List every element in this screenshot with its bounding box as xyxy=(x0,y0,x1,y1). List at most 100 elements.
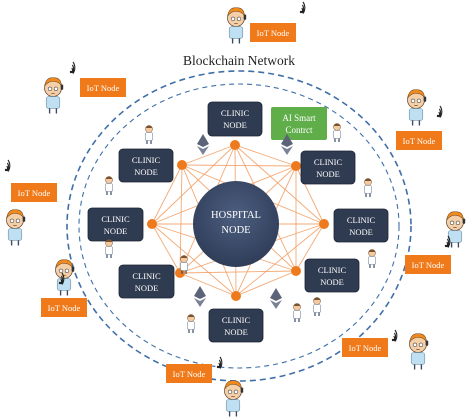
iot-node-label: IoT Node xyxy=(87,83,120,93)
mesh-line xyxy=(234,144,325,225)
ethereum-diamond-icon xyxy=(194,286,206,307)
mesh-line xyxy=(181,144,236,166)
clinic-node-label-2: NODE xyxy=(135,283,159,293)
hospital-node[interactable]: HOSPITAL NODE xyxy=(193,181,279,267)
mesh-line xyxy=(179,272,237,297)
clinic-node[interactable]: CLINIC NODE xyxy=(118,264,175,299)
iot-node-box xyxy=(342,338,388,357)
clinic-node[interactable]: CLINIC NODE xyxy=(208,308,264,343)
clinic-node-box xyxy=(207,101,263,137)
connector-dot xyxy=(177,160,187,170)
mesh-line xyxy=(151,223,237,297)
clinic-node-label-1: CLINIC xyxy=(222,315,251,325)
clinic-node[interactable]: CLINIC NODE xyxy=(333,208,389,243)
clinic-node-box xyxy=(300,150,356,185)
doctor-figure-icon xyxy=(180,255,188,274)
mesh-line xyxy=(295,223,325,272)
clinic-node-box xyxy=(333,208,389,243)
connector-dot xyxy=(230,140,240,150)
network-rings xyxy=(66,70,412,382)
mesh-line xyxy=(235,223,325,297)
person-with-phone-icon xyxy=(409,333,429,370)
wifi-signal-icon xyxy=(58,272,65,285)
person-with-phone-icon xyxy=(227,7,247,44)
iot-node-box xyxy=(80,78,126,97)
clinic-node-label-1: CLINIC xyxy=(318,265,347,275)
connector-dot xyxy=(291,161,301,171)
clinic-node[interactable]: CLINIC NODE xyxy=(304,258,360,293)
clinic-node-label-2: NODE xyxy=(320,277,344,287)
ethereum-diamond-icon xyxy=(270,288,282,309)
iot-node[interactable]: IoT Node xyxy=(166,364,212,383)
hospital-node-label-2: NODE xyxy=(221,225,250,236)
iot-node-label: IoT Node xyxy=(403,136,436,146)
ethereum-diamond-icon xyxy=(197,134,209,155)
mesh-line xyxy=(179,270,297,274)
clinic-node-label-2: NODE xyxy=(316,169,340,179)
iot-node[interactable]: IoT Node xyxy=(250,23,296,42)
connector-dot xyxy=(319,219,329,229)
wifi-signal-icon xyxy=(299,1,306,14)
doctor-figure-icon xyxy=(105,239,113,258)
wifi-signal-icon xyxy=(69,61,76,74)
doctor-figure-icon xyxy=(105,176,113,195)
doctor-figure-icon xyxy=(145,125,153,144)
clinic-node[interactable]: CLINIC NODE xyxy=(300,150,356,185)
iot-node-label: IoT Node xyxy=(257,28,290,38)
iot-node[interactable]: IoT Node xyxy=(11,183,57,202)
clinic-node-label-1: CLINIC xyxy=(101,214,130,224)
mesh-line xyxy=(151,144,236,225)
clinic-node-label-2: NODE xyxy=(349,227,373,237)
iot-node[interactable]: IoT Node xyxy=(405,255,451,274)
iot-node-label: IoT Node xyxy=(18,188,51,198)
doctors xyxy=(105,123,376,333)
ai-smart-contract[interactable]: AI Smart Contrct xyxy=(271,107,327,140)
doctor-figure-icon xyxy=(293,303,301,322)
iot-node[interactable]: IoT Node xyxy=(396,131,442,150)
iot-node[interactable]: IoT Node xyxy=(342,338,388,357)
wifi-signal-icon xyxy=(391,329,398,342)
iot-node[interactable]: IoT Node xyxy=(80,78,126,97)
network-title: Blockchain Network xyxy=(183,53,295,68)
iot-node-label: IoT Node xyxy=(173,369,206,379)
wifi-signal-icon xyxy=(216,356,223,369)
clinic-node-label-2: NODE xyxy=(224,327,248,337)
clinic-node-box xyxy=(304,258,360,293)
clinic-node-box xyxy=(118,264,175,299)
iot-node-label: IoT Node xyxy=(412,260,445,270)
doctor-figure-icon xyxy=(368,249,376,268)
ethereum-diamond-icon xyxy=(281,134,293,155)
tokens xyxy=(194,134,293,309)
mesh-line xyxy=(234,144,297,167)
clinic-node-label-1: CLINIC xyxy=(314,157,343,167)
doctor-figure-icon xyxy=(187,314,195,333)
clinic-node-label-2: NODE xyxy=(223,120,247,130)
mesh-line xyxy=(181,164,297,167)
iot-node-label: IoT Node xyxy=(48,303,81,313)
smart-contract-label-2: Contrct xyxy=(286,125,313,135)
doctor-figure-icon xyxy=(333,123,341,142)
person-with-phone-icon xyxy=(55,259,75,296)
clinic-node-label-1: CLINIC xyxy=(347,215,376,225)
connector-dot xyxy=(291,266,301,276)
person-with-phone-icon xyxy=(446,211,466,248)
outer-ring xyxy=(66,70,412,382)
iot-node-box xyxy=(250,23,296,42)
clinic-node-label-1: CLINIC xyxy=(132,271,161,281)
iot-node[interactable]: IoT Node xyxy=(41,298,87,317)
iot-node-box xyxy=(41,298,87,317)
iot-node-box xyxy=(11,183,57,202)
person-with-phone-icon xyxy=(6,209,26,246)
wifi-signal-icon xyxy=(436,105,443,118)
mesh-line xyxy=(151,164,183,225)
mesh-line xyxy=(235,270,297,297)
wifi-signal-icon xyxy=(444,235,451,248)
person-with-phone-icon xyxy=(224,380,244,417)
iot-node-box xyxy=(166,364,212,383)
